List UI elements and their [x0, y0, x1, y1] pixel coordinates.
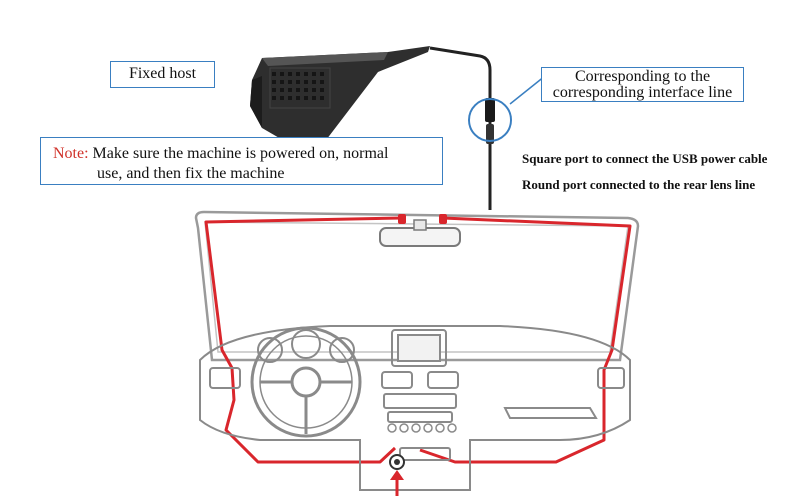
dashcam-device — [250, 46, 430, 150]
power-cable — [429, 46, 492, 210]
steering-wheel — [250, 326, 362, 438]
interface-line-text-2: corresponding interface line — [552, 84, 733, 101]
power-socket — [389, 454, 405, 470]
interface-line-text-1: Corresponding to the — [574, 68, 711, 85]
note-text-1: Make sure the machine is powered on, nor… — [92, 145, 389, 162]
connector-highlight-circle — [468, 98, 512, 142]
socket-arrow-icon — [390, 470, 404, 496]
cable-route — [204, 216, 632, 464]
usb-port-label: Square port to connect the USB power cab… — [522, 151, 768, 166]
fixed-host-text: Fixed host — [128, 65, 197, 82]
dashboard — [199, 325, 631, 491]
cable-clips — [398, 214, 447, 224]
center-console — [381, 329, 459, 461]
rear-port-label: Round port connected to the rear lens li… — [522, 177, 756, 192]
callout-leader-line — [509, 75, 546, 105]
instrument-gauges — [257, 329, 355, 363]
note-box: Note: Make sure the machine is powered o… — [40, 137, 443, 185]
note-label: Note: — [53, 145, 89, 162]
fixed-host-label: Fixed host — [110, 61, 215, 88]
rearview-mirror — [379, 219, 461, 247]
cable-connector — [485, 98, 495, 144]
note-text-2: use, and then fix the machine — [97, 165, 285, 182]
interface-line-callout: Corresponding to the corresponding inter… — [541, 67, 744, 102]
